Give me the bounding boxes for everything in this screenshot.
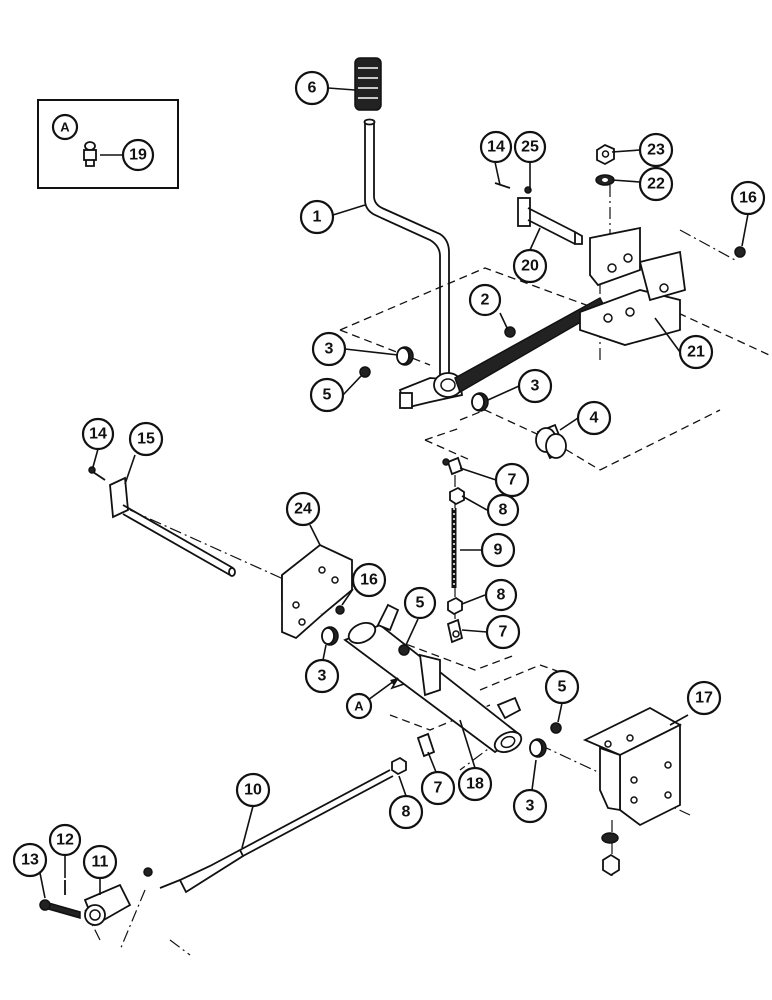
callout-label: 12	[56, 832, 74, 849]
callout-6: 6	[294, 70, 330, 106]
callout-3a: 3	[311, 331, 347, 367]
callout-label: 14	[89, 426, 107, 443]
callout-label: 8	[402, 804, 411, 821]
callout-label: 21	[687, 344, 705, 361]
callout-5b: 5	[403, 586, 437, 620]
mount-bracket-part	[579, 250, 686, 346]
callout-label: 7	[434, 780, 443, 797]
shift-lever-part	[363, 118, 450, 380]
callout-5c: 5	[544, 669, 580, 705]
detail-box-letter: A	[60, 120, 70, 135]
callout-label: 10	[244, 782, 262, 799]
angle-bracket-part	[281, 543, 353, 640]
nut-washer-parts	[595, 143, 615, 186]
callout-label: 3	[526, 798, 535, 815]
long-rod-part	[88, 466, 236, 577]
adjust-rod-part	[143, 732, 436, 894]
callout-label: 16	[360, 572, 378, 589]
callout-22: 22	[638, 166, 674, 202]
callout-label: 14	[487, 139, 505, 156]
small-hardware-top	[494, 182, 746, 338]
callout-label: 9	[494, 542, 503, 559]
callout-label: 3	[318, 668, 327, 685]
bushing-upper-parts	[359, 346, 489, 412]
callout-16b: 16	[351, 562, 387, 598]
callout-8c: 8	[388, 794, 424, 830]
callout-10: 10	[235, 772, 271, 808]
callout-25: 25	[513, 130, 547, 164]
callout-label: 24	[294, 501, 312, 518]
callout-layer: 6 1 14 25 23 22 16 20 2 21 3 5 3 4 7 8 1…	[12, 70, 766, 880]
callout-23: 23	[638, 132, 674, 168]
clevis-part	[39, 880, 132, 927]
callout-label: 22	[647, 176, 665, 193]
callout-label: 5	[558, 679, 567, 696]
callout-8a: 8	[486, 493, 520, 527]
callout-label: 16	[739, 190, 757, 207]
callout-label: 17	[695, 690, 713, 707]
callout-14a: 14	[479, 130, 513, 164]
leader-lines	[39, 87, 749, 899]
callout-8b: 8	[484, 578, 518, 612]
callout-18: 18	[457, 766, 493, 802]
callout-20: 20	[512, 248, 548, 284]
callout-label: 5	[416, 595, 425, 612]
lever-pivot-hub	[398, 296, 606, 410]
detail-box-a: A 19	[37, 99, 179, 189]
callout-label: 2	[481, 292, 490, 309]
pointer-a-letter: A	[354, 699, 364, 714]
detail-box-callout: 19	[129, 147, 147, 164]
callout-label: 13	[21, 852, 39, 869]
pointer-a: A	[345, 677, 405, 720]
cross-shaft-part	[321, 603, 562, 758]
callout-15: 15	[128, 421, 164, 457]
callout-17: 17	[686, 680, 722, 716]
sleeve-part	[535, 423, 567, 460]
grease-fitting-icon	[83, 141, 97, 167]
callout-7c: 7	[420, 770, 456, 806]
callout-1: 1	[299, 199, 335, 235]
callout-label: 3	[531, 378, 540, 395]
callout-7b: 7	[485, 614, 521, 650]
callout-3b: 3	[517, 368, 553, 404]
callout-label: 6	[308, 80, 317, 97]
callout-label: 1	[313, 209, 322, 226]
bracket-pin-part	[517, 197, 641, 287]
mount-plate-part	[582, 706, 682, 877]
callout-label: 20	[521, 258, 539, 275]
callout-24: 24	[285, 491, 321, 527]
callout-label: 23	[647, 142, 665, 159]
link-rod-assembly	[442, 456, 465, 644]
callout-13: 13	[12, 842, 48, 878]
callout-label: 7	[508, 472, 517, 489]
callout-3d: 3	[512, 788, 548, 824]
callout-label: 15	[137, 431, 155, 448]
callout-label: 25	[521, 139, 539, 156]
callout-7a: 7	[494, 462, 530, 498]
callout-label: 8	[499, 502, 508, 519]
callout-label: 8	[497, 587, 506, 604]
handle-grip-part	[354, 57, 382, 111]
callout-12: 12	[48, 823, 82, 857]
callout-9: 9	[480, 532, 516, 568]
callout-label: 4	[590, 410, 599, 427]
callout-21: 21	[678, 334, 714, 370]
callout-4: 4	[576, 400, 612, 436]
callout-11: 11	[82, 844, 118, 880]
callout-label: 7	[499, 624, 508, 641]
callout-2: 2	[468, 283, 502, 317]
callout-label: 18	[466, 776, 484, 793]
callout-label: 3	[325, 341, 334, 358]
callout-16a: 16	[730, 180, 766, 216]
callout-3c: 3	[304, 658, 340, 694]
callout-label: 5	[323, 387, 332, 404]
callout-5a: 5	[309, 377, 345, 413]
callout-14b: 14	[81, 417, 115, 451]
callout-label: 11	[92, 854, 109, 871]
